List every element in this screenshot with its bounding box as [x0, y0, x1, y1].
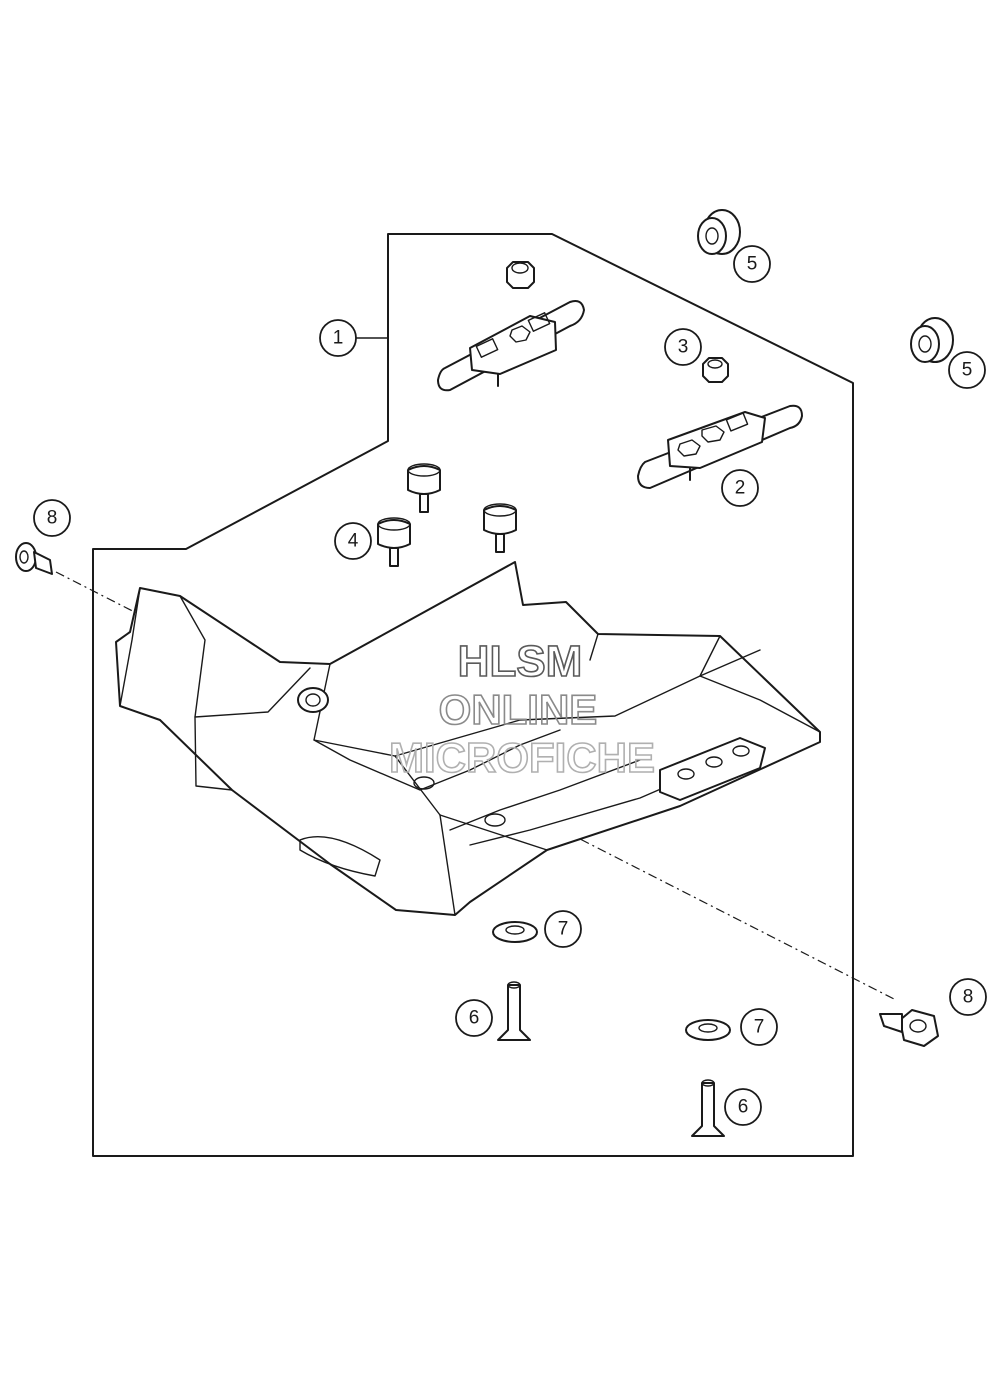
callout-7a: 7: [544, 910, 582, 948]
watermark: HLSM ONLINE MICROFICHE: [388, 636, 656, 782]
skid-plate: [115, 561, 821, 916]
screw-item-6: [497, 981, 725, 1137]
washer-item-7: [492, 921, 731, 1041]
callout-6b-label: 6: [738, 1097, 749, 1118]
grommet-item-5: [697, 209, 954, 363]
callout-6a-label: 6: [469, 1008, 480, 1029]
callout-2: 2: [721, 469, 759, 507]
callout-3-label: 3: [678, 337, 689, 358]
callout-7a-label: 7: [558, 919, 569, 940]
callout-8b-label: 8: [963, 987, 974, 1008]
callout-8b: 8: [949, 978, 987, 1016]
callout-6b: 6: [724, 1088, 762, 1126]
callout-8a-label: 8: [47, 508, 58, 529]
callout-4-label: 4: [348, 531, 359, 552]
callout-7b: 7: [740, 1008, 778, 1046]
callout-5a: 5: [733, 245, 771, 283]
callout-2-label: 2: [735, 478, 746, 499]
watermark-line2: ONLINE: [439, 686, 598, 733]
callout-7b-label: 7: [754, 1017, 765, 1038]
nut-item-3: [702, 357, 729, 383]
callout-5a-label: 5: [747, 254, 758, 275]
callout-3: 3: [664, 328, 702, 366]
bolt-item-8: [15, 542, 939, 1047]
callout-4: 4: [334, 522, 372, 560]
watermark-line1: HLSM: [458, 637, 583, 686]
rubber-buffer-item-4: [377, 463, 517, 567]
callout-1-label: 1: [333, 328, 344, 349]
callout-1: 1: [319, 319, 357, 357]
callout-6a: 6: [455, 999, 493, 1037]
callout-8a: 8: [33, 499, 71, 537]
holder-bracket-upper: [437, 300, 585, 392]
callout-5b: 5: [948, 351, 986, 389]
watermark-line3: MICROFICHE: [389, 734, 655, 781]
group-boundary: [92, 233, 854, 1157]
callout-5b-label: 5: [962, 360, 973, 381]
holder-bracket-item-2: [637, 404, 803, 489]
nut-upper: [506, 261, 535, 289]
